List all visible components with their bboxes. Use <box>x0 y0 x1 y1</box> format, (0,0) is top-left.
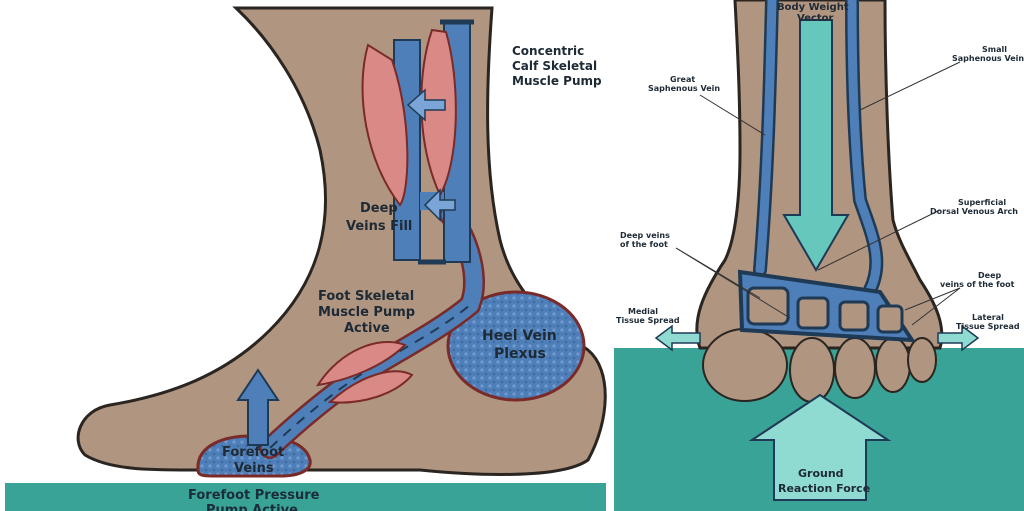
deep-vein-box-1 <box>748 288 788 324</box>
deep-veins-fill-label-1: Deep <box>360 201 398 216</box>
dorsal-arch-label-1: Superficial <box>958 198 1006 207</box>
foot-pump-label-1: Foot Skeletal <box>318 289 414 304</box>
dorsal-arch-label-2: Dorsal Venous Arch <box>930 207 1018 216</box>
body-weight-label-2: Vector <box>797 13 834 24</box>
ground-force-label-2: Reaction Force <box>778 482 870 495</box>
lateral-label-1: Lateral <box>972 313 1004 322</box>
deep-vein-box-3 <box>840 302 868 330</box>
calf-pump-label-2: Calf Skeletal <box>512 59 597 73</box>
deep-vein-box-4 <box>878 306 902 332</box>
medial-spread-arrow <box>656 326 700 350</box>
pressure-pump-label-1: Forefoot Pressure <box>188 488 320 503</box>
toe-4 <box>876 338 910 392</box>
toe-2 <box>790 338 834 402</box>
toe-3 <box>835 338 875 398</box>
deep-vein-box-2 <box>798 298 828 328</box>
deep-right-label-1: Deep <box>978 271 1001 280</box>
right-panel: Body Weight Vector Great Saphenous Vein … <box>614 0 1024 511</box>
body-weight-label-1: Body Weight <box>777 2 849 13</box>
great-saph-label-2: Saphenous Vein <box>648 84 720 93</box>
deep-right-label-2: veins of the foot <box>940 280 1015 289</box>
great-saph-label-1: Great <box>670 75 695 84</box>
deep-veins-fill-label-2: Veins Fill <box>346 219 412 234</box>
deep-left-label-1: Deep veins <box>620 231 670 240</box>
toe-big <box>703 329 787 401</box>
small-saph-label-1: Small <box>982 45 1007 54</box>
lateral-label-2: Tissue Spread <box>956 322 1020 331</box>
heel-vein-label-2: Plexus <box>494 346 546 362</box>
left-panel: Concentric Calf Skeletal Muscle Pump Dee… <box>5 8 606 511</box>
deep-left-label-2: of the foot <box>620 240 668 249</box>
forefoot-veins-label-2: Veins <box>234 461 274 476</box>
medial-label-1: Medial <box>628 307 658 316</box>
heel-vein-label-1: Heel Vein <box>482 328 557 344</box>
pressure-pump-label-2: Pump Active <box>206 503 298 511</box>
foot-pump-label-3: Active <box>344 321 390 336</box>
small-saph-label-2: Saphenous Vein <box>952 54 1024 63</box>
medial-label-2: Tissue Spread <box>616 316 680 325</box>
foot-pump-label-2: Muscle Pump <box>318 305 415 320</box>
toe-5 <box>908 338 936 382</box>
ground-force-label-1: Ground <box>798 467 844 480</box>
calf-pump-label-3: Muscle Pump <box>512 74 602 88</box>
calf-pump-label-1: Concentric <box>512 44 584 58</box>
forefoot-veins-label-1: Forefoot <box>222 445 284 460</box>
